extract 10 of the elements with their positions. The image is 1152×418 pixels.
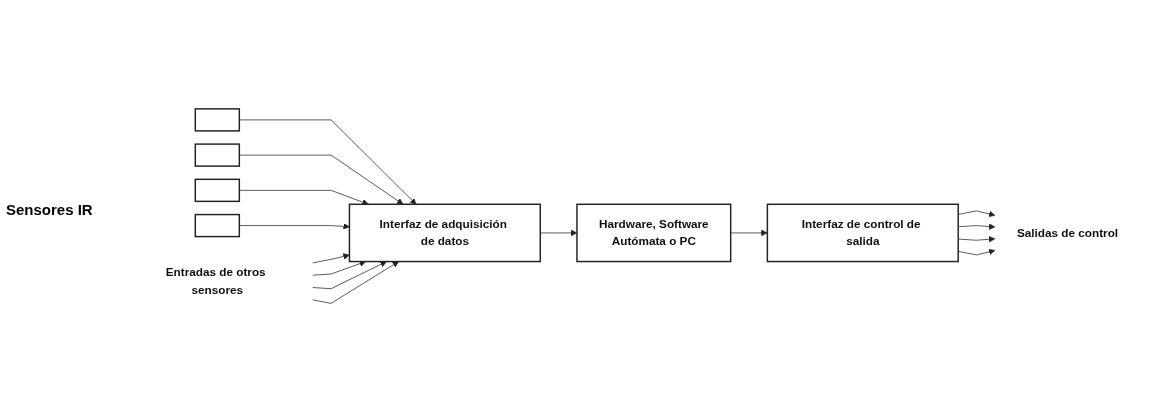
node-box: Interfaz de adquisición de datos xyxy=(348,203,541,262)
node-box: Interfaz de control de salida xyxy=(766,203,959,262)
node-box xyxy=(194,213,241,237)
node-box xyxy=(194,142,241,167)
node-box: Hardware, Software Autómata o PC xyxy=(576,203,732,262)
node-box xyxy=(194,107,241,132)
sensor-group-label: Sensores IR xyxy=(6,200,94,218)
node-text: Salidas de control xyxy=(1016,225,1119,239)
node-box xyxy=(194,178,241,202)
node-text: Entradas de otros sensores xyxy=(165,265,266,296)
